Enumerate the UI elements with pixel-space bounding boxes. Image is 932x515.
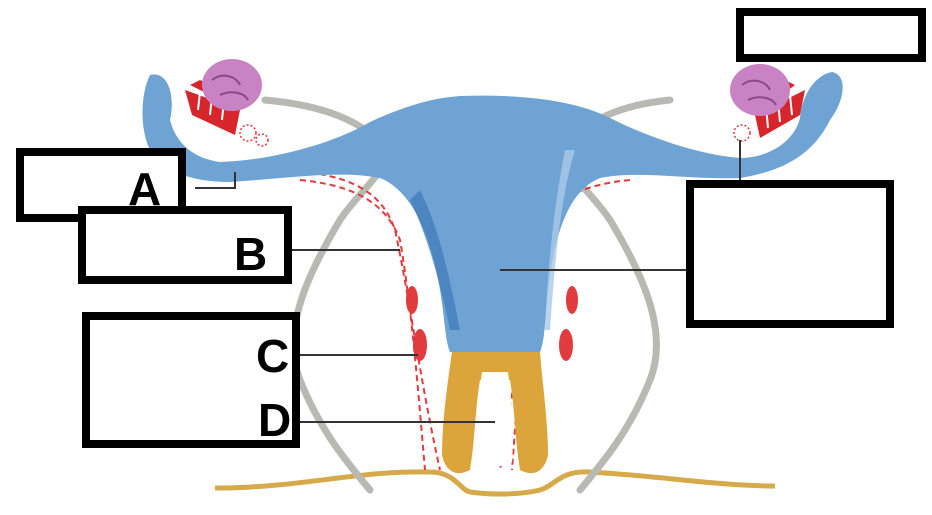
label-c: C [256, 330, 289, 382]
vaginal-wall [215, 472, 775, 494]
ovary-right [730, 64, 790, 116]
ovary-left [202, 59, 262, 111]
label-box-right[interactable] [690, 184, 890, 324]
label-a: A [128, 163, 161, 215]
label-d: D [258, 394, 291, 446]
label-b: B [234, 228, 267, 280]
cervical-canal [477, 372, 513, 467]
label-box-top-right[interactable] [740, 12, 922, 58]
